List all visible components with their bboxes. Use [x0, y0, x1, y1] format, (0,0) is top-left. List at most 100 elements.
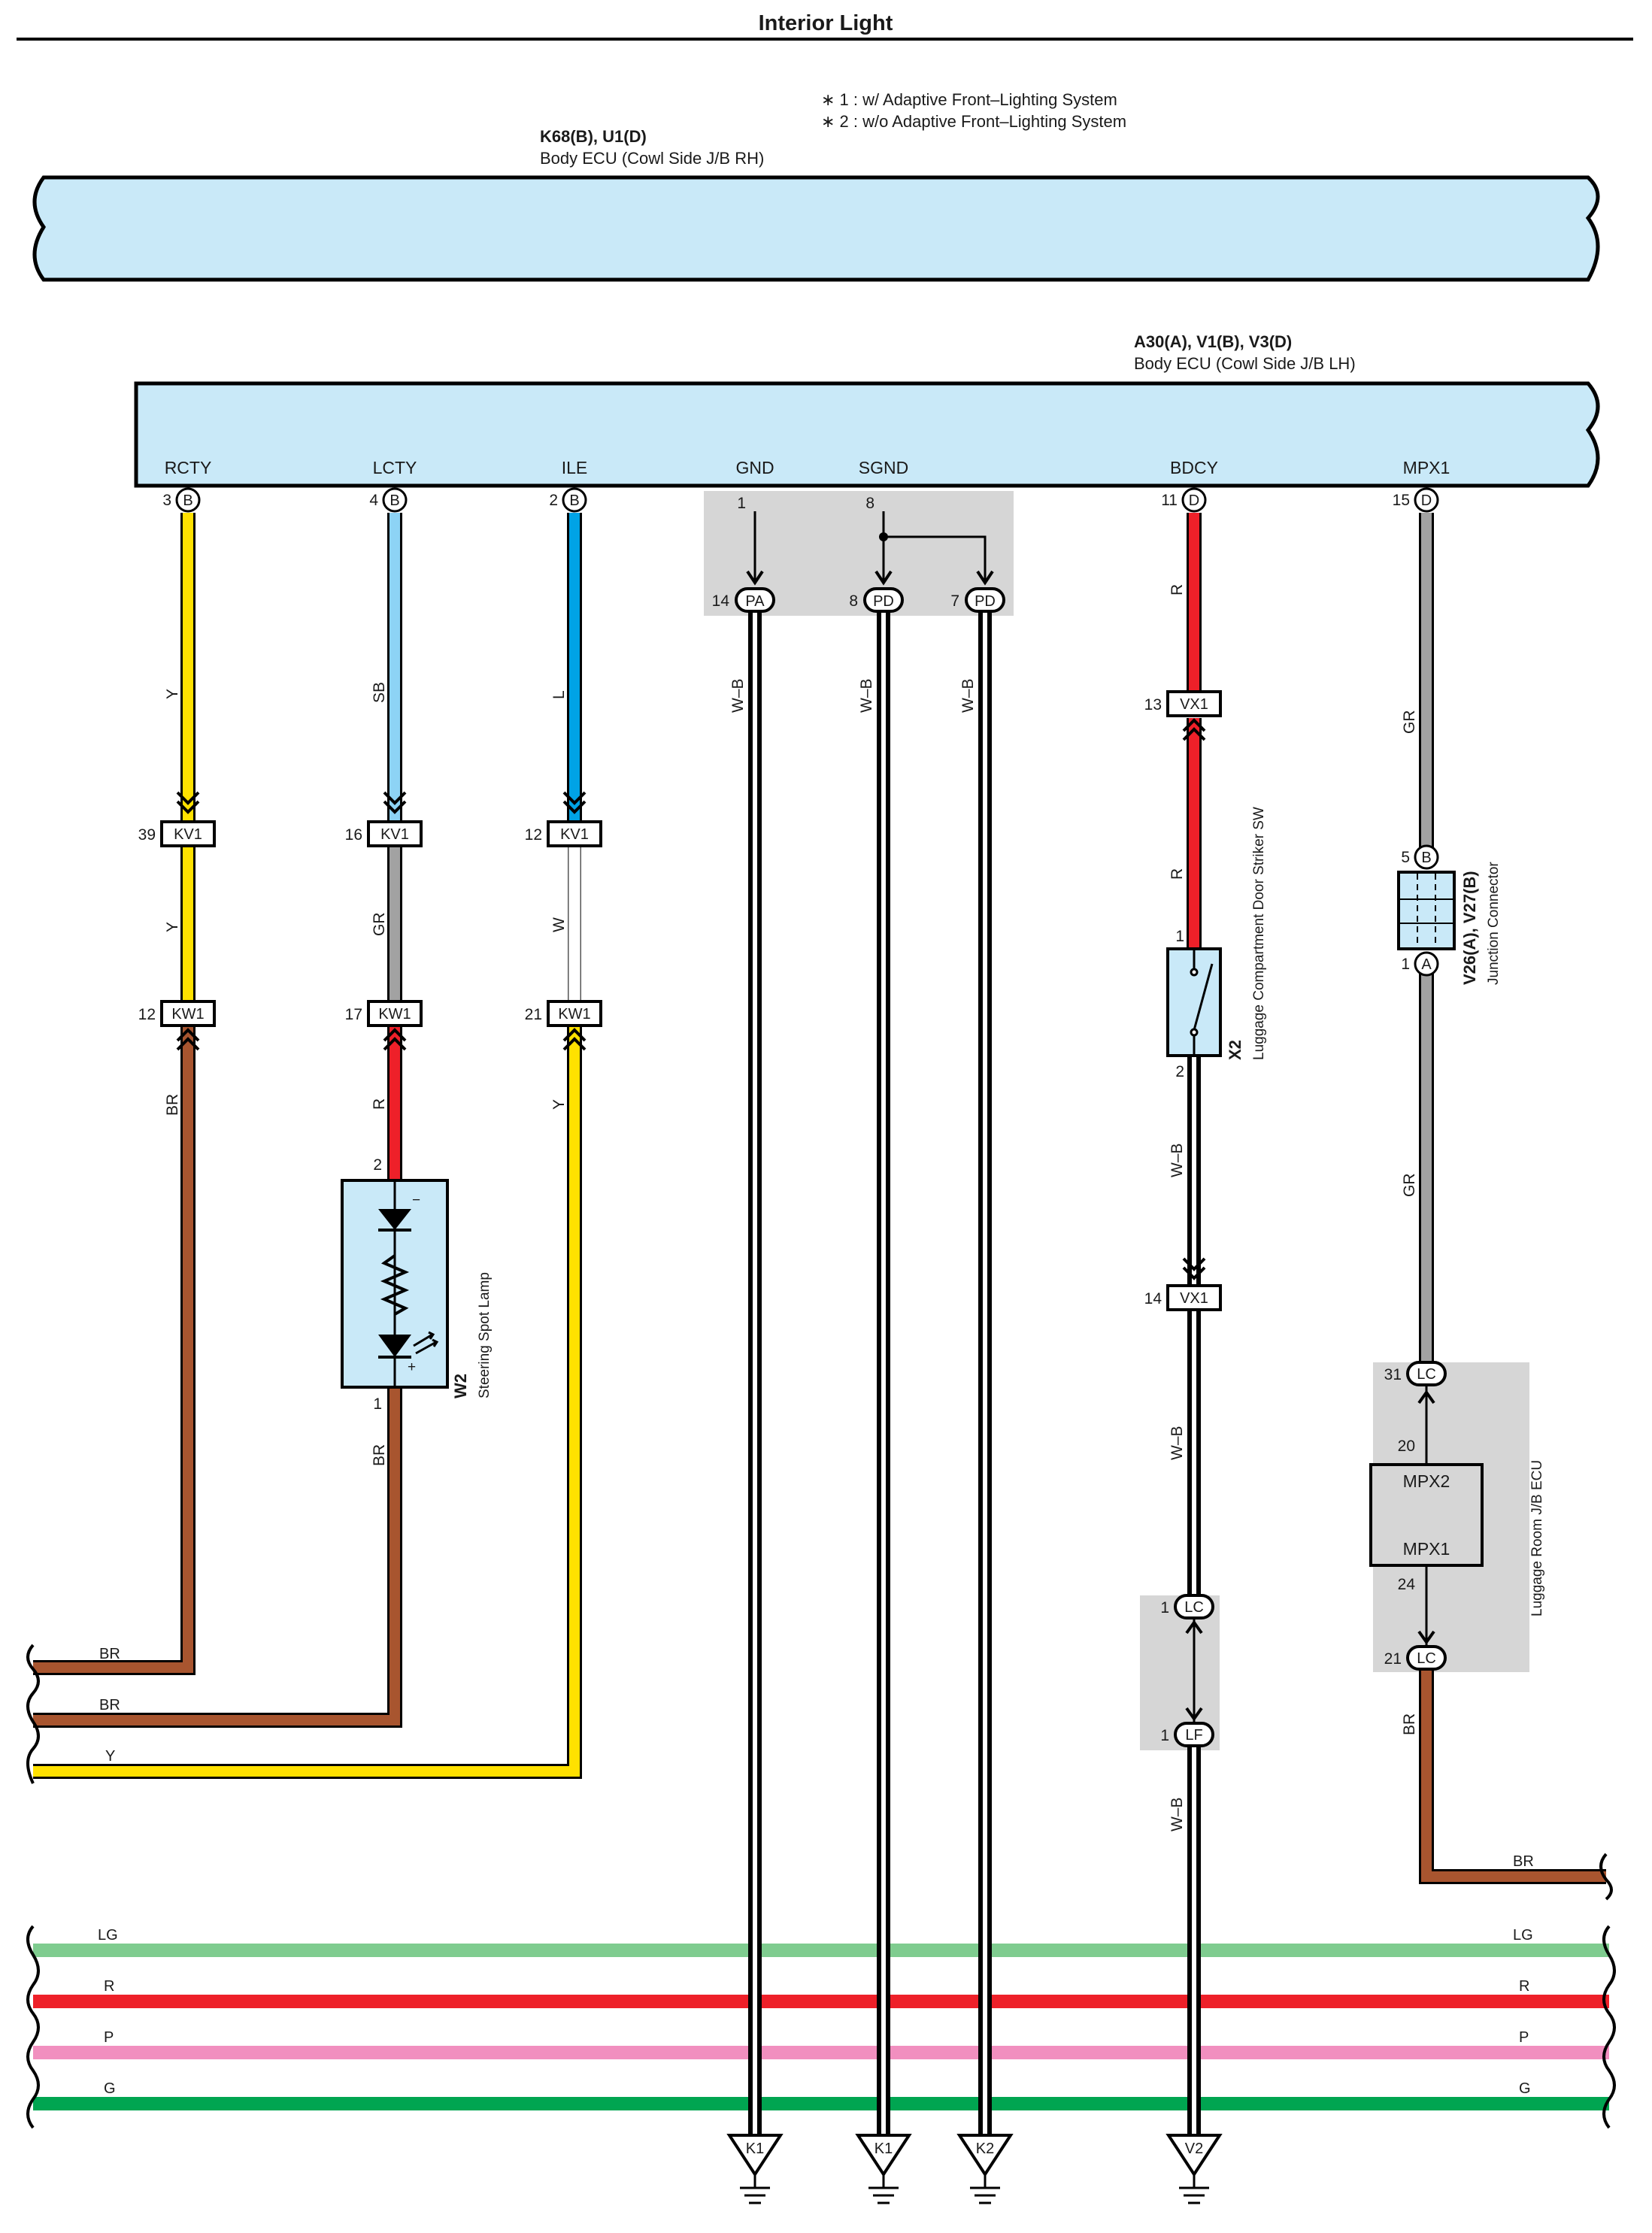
lecu-terminal-mpx1: MPX1: [1403, 1539, 1450, 1559]
diagram-title: Interior Light: [759, 11, 893, 35]
left-exit-1: BR: [99, 1646, 120, 1662]
terminal-sgnd: SGND: [859, 458, 908, 477]
label-sgnd-b: W–B: [959, 678, 977, 713]
jc-pin-b-num: 5: [1401, 849, 1410, 866]
led-icon: [378, 1335, 411, 1357]
connector-kw1-12-id: KW1: [171, 1006, 204, 1023]
connector-pd8-id: PD: [873, 593, 894, 610]
label-rcty-upper: Y: [164, 689, 181, 699]
label-bdcy-r2: R: [1169, 868, 1186, 880]
ground-k1-b-label: K1: [874, 2141, 893, 2157]
connector-kv1-12-id: KV1: [560, 826, 589, 843]
connector-vx1-14-num: 14: [1144, 1290, 1162, 1307]
switch-pin-bottom: 2: [1175, 1063, 1184, 1080]
pin-rcty-conn: B: [183, 492, 192, 509]
label-lcty-upper: SB: [371, 682, 388, 703]
connector-pd8: [863, 587, 904, 613]
connector-lc21-num: 21: [1384, 1650, 1402, 1668]
label-lcty-mid: GR: [371, 913, 388, 937]
connector-lc31-id: LC: [1417, 1366, 1436, 1383]
label-lcty-lower: BR: [371, 1444, 388, 1466]
switch-contact-bottom: [1190, 1028, 1199, 1037]
jc-pin-a-id: A: [1421, 956, 1432, 973]
jc-pin-a-num: 1: [1401, 956, 1410, 973]
connector-kw1-17: [367, 1000, 423, 1027]
connector-vx1-14: [1166, 1284, 1222, 1311]
pin-bdcy: [1181, 487, 1207, 513]
connector-pa14-num: 14: [712, 592, 730, 610]
ecu-lh-box: [134, 381, 1600, 488]
connector-pa14-id: PA: [745, 593, 765, 610]
connector-kv1-16-id: KV1: [380, 826, 409, 843]
jc-box: [1397, 871, 1456, 950]
ecu-pins: B 3 B 4 B 2 1 8 D 11 D 15: [162, 487, 1439, 513]
wave-right-bus: [1602, 1925, 1616, 2129]
connector-lf1: [1174, 1722, 1214, 1747]
label-rcty-lower: BR: [164, 1094, 181, 1116]
connector-kv1-12: [547, 820, 602, 847]
label-mpx-br: BR: [1401, 1713, 1418, 1735]
pin-lcty-conn: B: [390, 492, 399, 509]
pin-rcty: [175, 487, 201, 513]
label-ile-mid: W: [550, 917, 568, 932]
wire-lcty-br-core: [33, 1387, 400, 1726]
lecu-pin-20: 20: [1398, 1438, 1415, 1455]
lamp-pin-top: 2: [373, 1156, 382, 1174]
switch-lever-icon: [1193, 963, 1214, 1031]
connector-kw1-21: [547, 1000, 602, 1027]
connector-kw1-12: [160, 1000, 216, 1027]
ecu-rh-name: Body ECU (Cowl Side J/B RH): [540, 149, 764, 168]
arrow-lc21: [1417, 1630, 1435, 1645]
lecu-pin-24: 24: [1398, 1576, 1416, 1593]
wire-mpx-br: [1419, 1669, 1606, 1884]
wire-mpx-br-core: [1421, 1669, 1606, 1882]
bus-p-left: P: [104, 2029, 114, 2046]
connector-pd8-num: 8: [849, 592, 858, 610]
pin-lcty-num: 4: [369, 492, 378, 509]
connector-pa14: [735, 587, 775, 613]
connector-vx1-13-num: 13: [1144, 696, 1162, 714]
lamp-minus: −: [412, 1192, 420, 1208]
splice-sgnd: [882, 511, 987, 580]
pin-mpx1-num: 15: [1393, 492, 1410, 509]
right-exit-label: BR: [1513, 1853, 1534, 1870]
ecu-lh-name: Body ECU (Cowl Side J/B LH): [1134, 354, 1356, 373]
connector-lc31-num: 31: [1384, 1366, 1402, 1383]
splice-connectors: PA 14 PD 8 PD 7: [712, 570, 1005, 613]
arrow-pa14: [746, 570, 764, 586]
kw1-connectors: KW1 12 KW1 17 KW1 21: [138, 1000, 602, 1051]
ground-k1-a-label: K1: [746, 2141, 764, 2157]
bus-lg-left: LG: [98, 1927, 118, 1944]
ecu-rh-code: K68(B), U1(D): [540, 127, 647, 146]
wire-rcty-br-core: [33, 1026, 193, 1673]
jc-pin-b: [1414, 844, 1439, 870]
terminal-names: RCTY LCTY ILE GND SGND BDCY MPX1: [165, 458, 1450, 477]
bus-lines: [33, 1944, 1609, 2110]
pin-rcty-num: 3: [162, 492, 171, 509]
pin-mpx1-conn: D: [1421, 492, 1432, 509]
bus-g-right: G: [1519, 2080, 1531, 2097]
label-mpx-gr2: GR: [1401, 1174, 1418, 1198]
wire-rcty-br: [33, 1026, 196, 1675]
light-rays-icon: [413, 1331, 439, 1355]
connector-lf1-id: LF: [1185, 1727, 1202, 1744]
wave-left-top: [26, 1644, 40, 1784]
connector-kv1-16-num: 16: [345, 826, 362, 844]
resistor-icon: [380, 1254, 410, 1316]
connector-kw1-17-id: KW1: [378, 1006, 411, 1023]
lamp-pin-bottom: 1: [373, 1395, 382, 1413]
label-ile-upper: L: [550, 690, 568, 699]
connector-lc1-num: 1: [1160, 1599, 1169, 1616]
terminal-bdcy: BDCY: [1170, 458, 1218, 477]
left-exit-3: Y: [105, 1748, 115, 1765]
connector-kw1-12-num: 12: [138, 1006, 156, 1023]
pin-bdcy-conn: D: [1189, 492, 1199, 509]
terminal-lcty: LCTY: [373, 458, 417, 477]
ground-k1-b: K1: [855, 2134, 912, 2204]
connector-lc1-id: LC: [1184, 1599, 1204, 1616]
arrow-lc1: [1185, 1619, 1203, 1635]
steering-spot-lamp: − + 2 1 W2 Steering Spot Lamp: [341, 1156, 493, 1413]
ground-v2-label: V2: [1185, 2141, 1203, 2157]
label-mpx-gr1: GR: [1401, 710, 1418, 735]
